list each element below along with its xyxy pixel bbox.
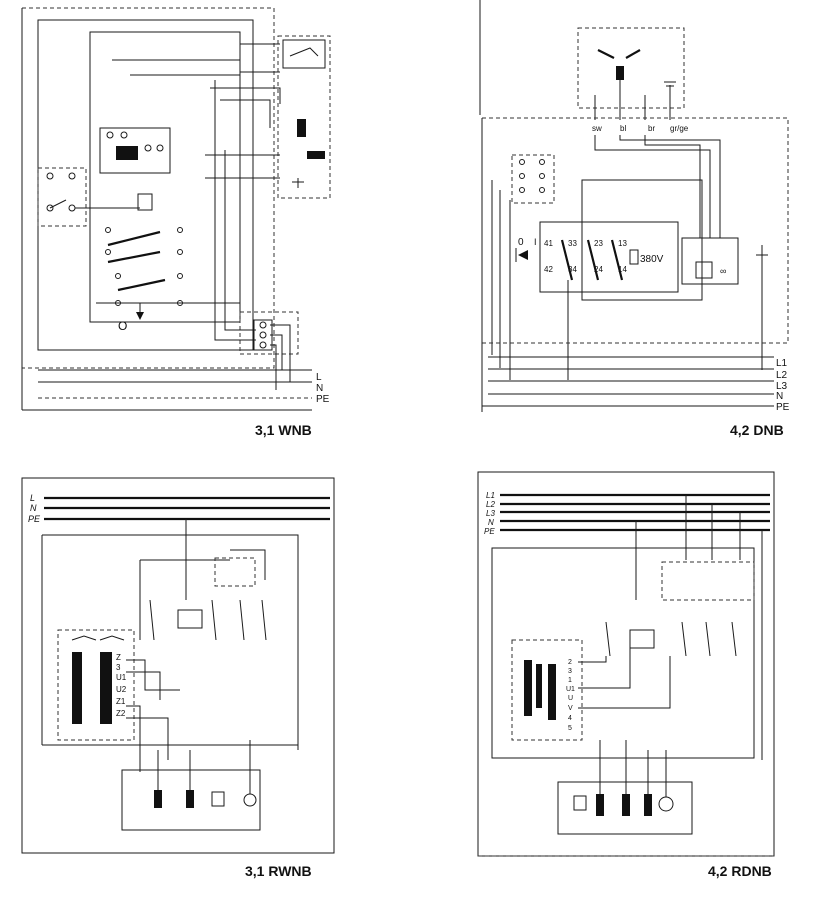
diagram-dnb: sw bl br gr/ge 41 33 23 13 42 34 24 14 0… — [400, 0, 814, 445]
caption-dnb: 4,2 DNB — [730, 422, 784, 438]
diagram-rwnb: L N PE Z 3 U1 U2 Z1 Z2 — [0, 460, 400, 900]
wnb-schematic: L N PE O — [21, 7, 331, 411]
dnb-bus-label-pe: PE — [776, 402, 790, 413]
dnb-wire-label-sw: sw — [592, 124, 602, 133]
dnb-term-24: 24 — [594, 265, 603, 274]
dnb-term-13: 13 — [618, 239, 627, 248]
rdnb-schematic: L1 L2 L3 N PE 2 3 1 U1 U V 4 5 — [477, 471, 775, 857]
rdnb-term-1: 1 — [568, 677, 572, 684]
svg-text:∞: ∞ — [720, 266, 726, 276]
dnb-term-41: 41 — [544, 239, 553, 248]
dnb-bus-label-n: N — [776, 391, 783, 402]
rwnb-schematic: L N PE Z 3 U1 U2 Z1 Z2 — [21, 477, 335, 854]
dnb-wire-label-br: br — [648, 124, 655, 133]
dnb-mark-zero: 0 — [518, 237, 524, 248]
diagram-wnb: L N PE O 3,1 WNB — [0, 0, 400, 445]
caption-rdnb: 4,2 RDNB — [708, 863, 772, 879]
rwnb-bus-label-l: L — [30, 493, 35, 503]
dnb-mark-one: I — [534, 237, 537, 247]
wnb-bus-label-l: L — [316, 372, 322, 383]
dnb-term-23: 23 — [594, 239, 603, 248]
rwnb-bus-label-n: N — [30, 503, 37, 513]
dnb-bus-label-l2: L2 — [776, 370, 788, 381]
rwnb-bus-label-pe: PE — [28, 514, 41, 524]
rdnb-bus-label-l3: L3 — [486, 509, 495, 518]
dnb-schematic: sw bl br gr/ge 41 33 23 13 42 34 24 14 0… — [479, 0, 790, 413]
caption-wnb: 3,1 WNB — [255, 422, 312, 438]
rwnb-term-u1: U1 — [116, 673, 127, 682]
dnb-voltage-label: 380V — [640, 254, 664, 265]
wnb-off-mark: O — [118, 319, 127, 333]
wnb-bus-label-n: N — [316, 383, 323, 394]
dnb-term-14: 14 — [618, 265, 627, 274]
rdnb-term-u1: U1 — [566, 686, 575, 693]
rdnb-term-4: 4 — [568, 715, 572, 722]
rwnb-term-z: Z — [116, 653, 121, 662]
rwnb-term-z2: Z2 — [116, 709, 126, 718]
rdnb-bus-label-pe: PE — [484, 527, 495, 536]
dnb-wire-label-grge: gr/ge — [670, 124, 689, 133]
wnb-bus-label-pe: PE — [316, 394, 330, 405]
rdnb-bus-label-l1: L1 — [486, 491, 495, 500]
rwnb-term-z1: Z1 — [116, 697, 126, 706]
rdnb-term-u: U — [568, 695, 573, 702]
rdnb-term-3: 3 — [568, 668, 572, 675]
rdnb-term-5: 5 — [568, 725, 572, 732]
rdnb-bus-label-n: N — [488, 518, 494, 527]
caption-rwnb: 3,1 RWNB — [245, 863, 312, 879]
diagram-rdnb: L1 L2 L3 N PE 2 3 1 U1 U V 4 5 — [400, 460, 814, 900]
rwnb-term-3: 3 — [116, 663, 121, 672]
rdnb-term-v: V — [568, 705, 573, 712]
dnb-term-42: 42 — [544, 265, 553, 274]
dnb-bus-label-l1: L1 — [776, 358, 788, 369]
dnb-bus-label-l3: L3 — [776, 381, 788, 392]
rdnb-bus-label-l2: L2 — [486, 500, 495, 509]
dnb-term-33: 33 — [568, 239, 577, 248]
dnb-wire-label-bl: bl — [620, 124, 626, 133]
rwnb-term-u2: U2 — [116, 685, 127, 694]
rdnb-term-2: 2 — [568, 659, 572, 666]
dnb-term-34: 34 — [568, 265, 577, 274]
